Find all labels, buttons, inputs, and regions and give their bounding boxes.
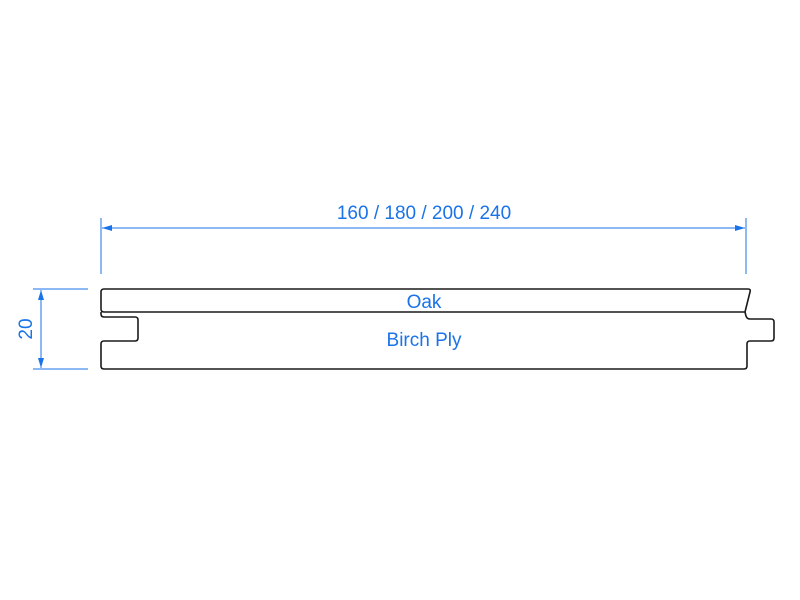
oak-layer-outline	[100, 288, 752, 313]
thickness-dimension: 20	[16, 288, 88, 370]
width-dimension-label: 160 / 180 / 200 / 240	[337, 203, 511, 224]
oak-layer-label: Oak	[407, 292, 442, 313]
width-dimension: 160 / 180 / 200 / 240	[100, 203, 747, 274]
board-profile: Oak Birch Ply	[100, 288, 775, 370]
thickness-dimension-label: 20	[16, 318, 37, 339]
birch-ply-core-outline	[100, 311, 775, 370]
birch-ply-layer-label: Birch Ply	[387, 330, 462, 351]
